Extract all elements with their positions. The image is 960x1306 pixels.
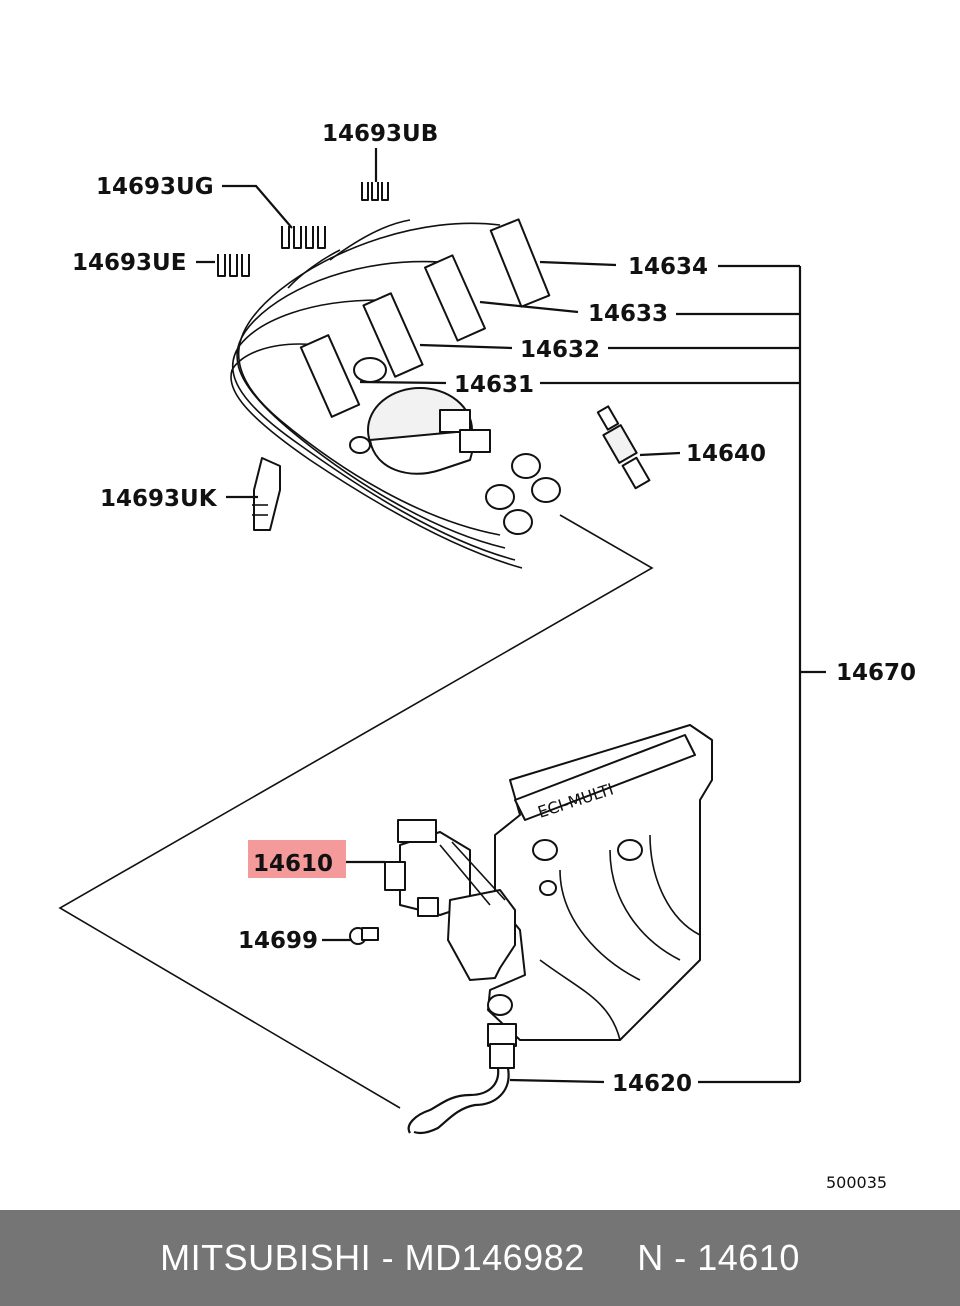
label-14610[interactable]: 14610 [253, 851, 333, 877]
plug-boot-14632 [362, 292, 424, 378]
label-14632[interactable]: 14632 [520, 337, 600, 363]
label-14693ue[interactable]: 14693UE [72, 250, 186, 276]
intake-manifold: ECI-MULTI [487, 724, 713, 1041]
ignition-coil-14610 [384, 819, 516, 981]
brand-separator: - [371, 1237, 405, 1278]
spark-plug-14640 [596, 405, 651, 490]
exploded-view-outline [58, 514, 654, 1109]
clip-14693ug [281, 226, 326, 249]
part-number: MD146982 [404, 1237, 585, 1278]
label-14631[interactable]: 14631 [454, 372, 534, 398]
label-14640[interactable]: 14640 [686, 441, 766, 467]
label-14620[interactable]: 14620 [612, 1071, 692, 1097]
bolt-14699 [349, 927, 379, 945]
clip-14693ub [361, 182, 389, 201]
part-info-bar: MITSUBISHI - MD146982 N - 14610 [0, 1210, 960, 1306]
parts-diagram: ECI-MULTI 14693UB 14 [58, 121, 916, 1192]
plug-boot-14631 [299, 334, 361, 418]
ignition-cable-set [230, 219, 523, 569]
label-14670[interactable]: 14670 [836, 660, 916, 686]
label-14634[interactable]: 14634 [628, 254, 708, 280]
plug-boot-14633 [424, 254, 486, 342]
label-14633[interactable]: 14633 [588, 301, 668, 327]
label-14693uk[interactable]: 14693UK [100, 486, 218, 512]
clip-14693uk [252, 457, 281, 531]
hose-14620 [407, 1023, 517, 1135]
distributor-cap [349, 357, 491, 475]
clip-14693ue [217, 254, 250, 277]
highlight-14610 [248, 840, 346, 878]
brand-name: MITSUBISHI [160, 1237, 372, 1278]
position-label: N - 14610 [637, 1237, 800, 1278]
drawing-code: 500035 [826, 1173, 887, 1192]
leader-lines [196, 148, 681, 1084]
label-14693ug[interactable]: 14693UG [96, 174, 214, 200]
label-14699[interactable]: 14699 [238, 928, 318, 954]
footer-gap [585, 1237, 638, 1279]
plug-boot-14634 [489, 218, 551, 308]
label-14693ub[interactable]: 14693UB [322, 121, 438, 147]
cable-terminals [485, 453, 561, 535]
assembly-bracket [540, 264, 826, 1084]
